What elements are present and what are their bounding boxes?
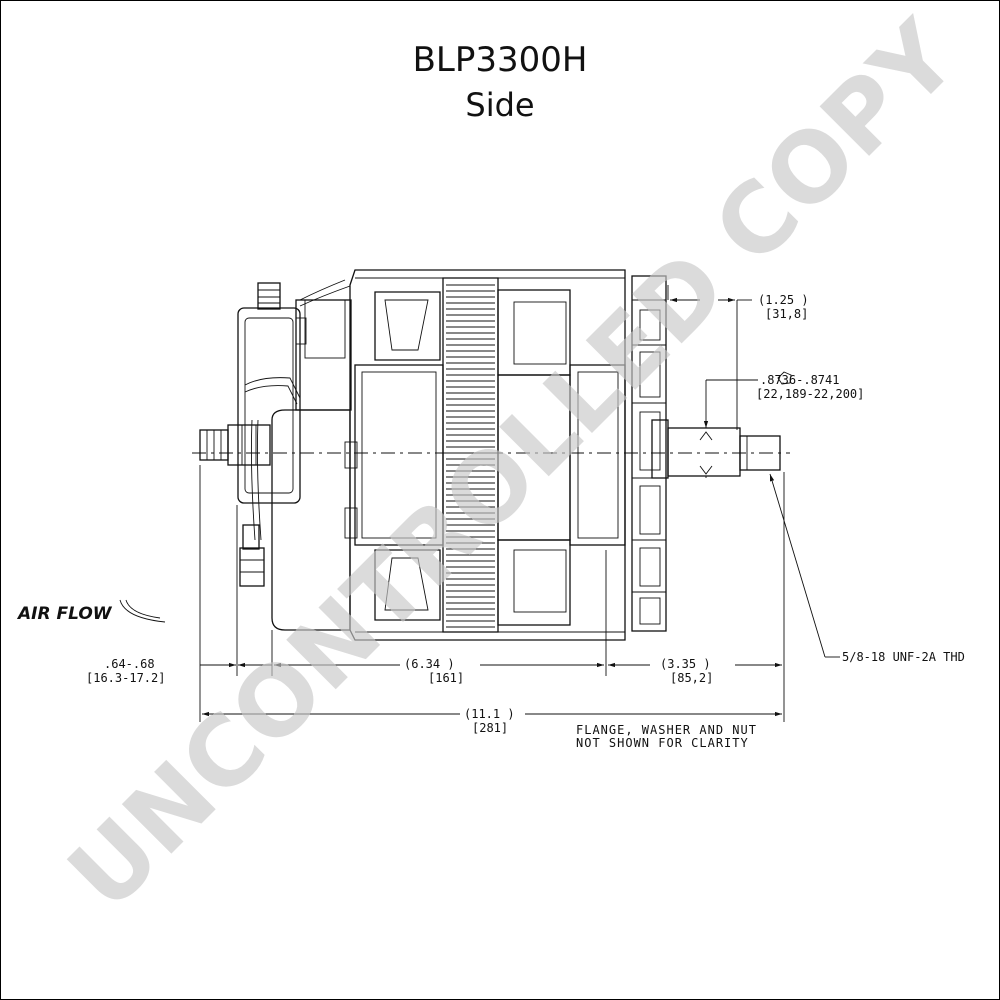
front-length-mm: [85,2] <box>670 671 713 685</box>
body-length-in: (6.34 ) <box>404 657 455 671</box>
alternator-outline <box>199 269 626 641</box>
front-housing <box>497 289 626 626</box>
rear-offset-mm: [16.3-17.2] <box>86 671 165 685</box>
dimension-lines <box>199 285 840 722</box>
note-line-1: FLANGE, WASHER AND NUT <box>576 723 757 737</box>
shaft <box>667 427 781 477</box>
overall-length-mm: [281] <box>472 721 508 735</box>
watermark: UNCONTROLLED COPY <box>47 0 979 931</box>
shaft-diameter-in: .8736-.8741 <box>760 373 839 387</box>
overall-length-in: (11.1 ) <box>464 707 515 721</box>
pulley-offset-mm: [31,8] <box>765 307 808 321</box>
body-length-mm: [161] <box>428 671 464 685</box>
airflow-arrow <box>119 599 166 623</box>
drawing-subtitle: Side <box>465 86 535 124</box>
thread-spec: 5/8-18 UNF-2A THD <box>842 650 965 664</box>
stator-laminations <box>446 284 495 628</box>
tolerance-symbol <box>777 371 792 385</box>
note-line-2: NOT SHOWN FOR CLARITY <box>576 736 749 750</box>
airflow-arrow-inner <box>125 599 161 619</box>
drawing-title: BLP3300H <box>412 40 588 80</box>
pulley-offset-in: (1.25 ) <box>758 293 809 307</box>
front-length-in: (3.35 ) <box>660 657 711 671</box>
airflow-label: AIR FLOW <box>16 604 113 624</box>
shaft-diameter-mm: [22,189-22,200] <box>756 387 864 401</box>
rear-offset-in: .64-.68 <box>104 657 155 671</box>
